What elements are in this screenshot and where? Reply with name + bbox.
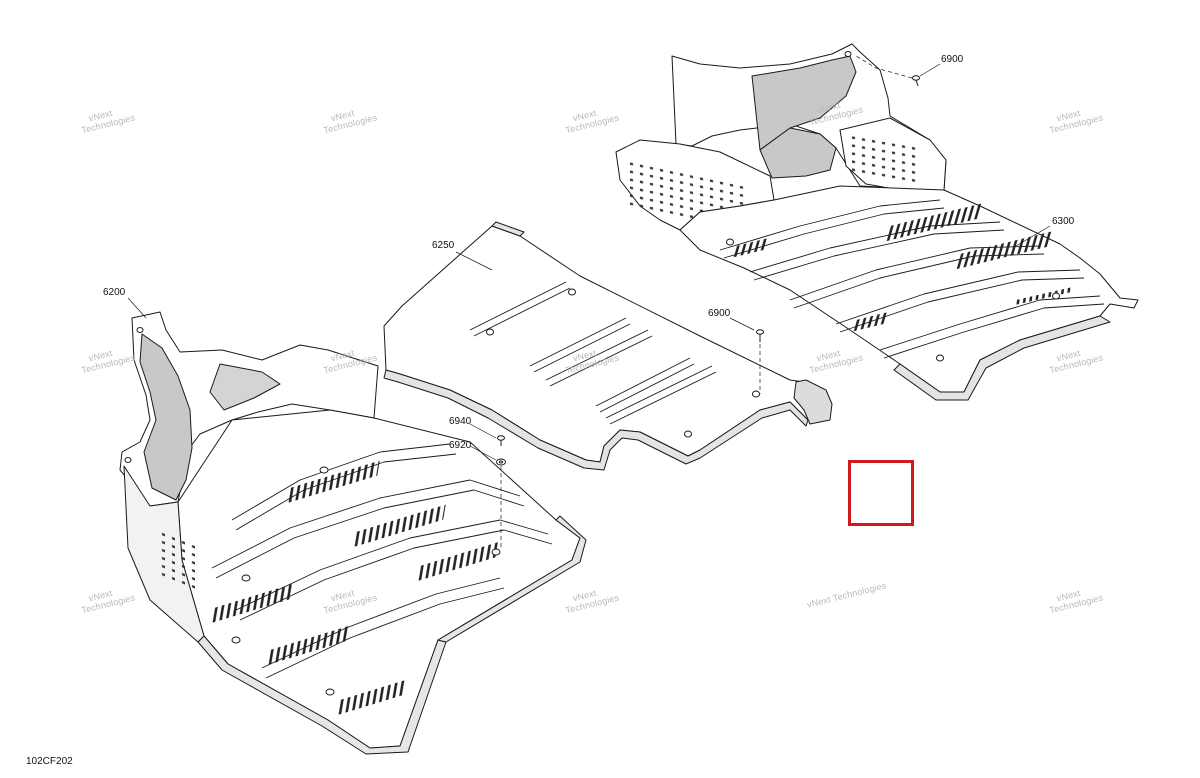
screw-6940 — [497, 435, 505, 446]
center-cover-6250 — [383, 221, 833, 471]
part-label-6250[interactable]: 6250 — [432, 240, 455, 251]
part-label-6940[interactable]: 6940 — [449, 416, 472, 427]
part-label-6900-rear[interactable]: 6900 — [941, 54, 964, 65]
leader-lines — [127, 63, 1051, 461]
floor-panel-6200 — [119, 311, 587, 755]
part-label-6900-center[interactable]: 6900 — [708, 308, 731, 319]
part-label-6920[interactable]: 6920 — [449, 440, 472, 451]
alignment-dashes — [500, 55, 913, 548]
floor-panel-6300 — [615, 43, 1139, 401]
screw-6900-rear — [912, 75, 920, 87]
figure-id: 102CF202 — [26, 756, 73, 767]
washer-6920 — [496, 458, 506, 466]
highlight-box[interactable] — [848, 460, 914, 526]
part-label-6300[interactable]: 6300 — [1052, 216, 1075, 227]
screw-6900-center — [756, 329, 764, 342]
part-label-6200[interactable]: 6200 — [103, 287, 126, 298]
